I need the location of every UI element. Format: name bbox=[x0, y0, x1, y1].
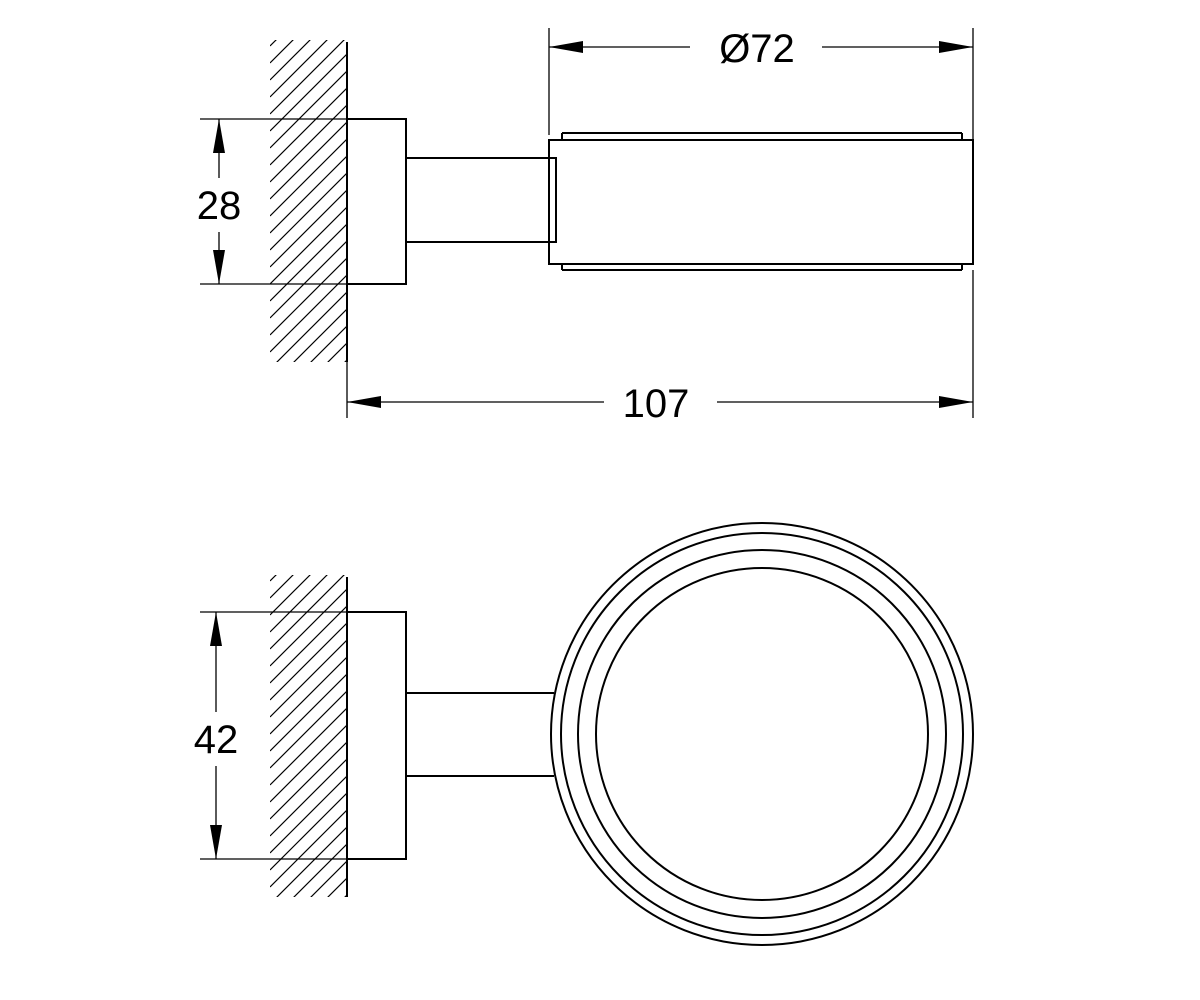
hatch-line bbox=[270, 0, 347, 29]
hatch-line bbox=[270, 172, 347, 251]
hatch-line bbox=[270, 575, 311, 616]
holder-inner-ring bbox=[595, 567, 929, 901]
height-side-label: 28 bbox=[197, 184, 242, 228]
wall-hatching-bottom bbox=[270, 487, 347, 897]
hatch-line bbox=[270, 622, 347, 701]
hatch-line bbox=[270, 53, 347, 132]
holder-rim-ring bbox=[560, 532, 964, 936]
hatch-line bbox=[344, 894, 347, 897]
hatch-line bbox=[327, 877, 347, 897]
front-view: 42 bbox=[194, 487, 974, 946]
holder-outer-ring bbox=[550, 522, 974, 946]
wall-plate-front bbox=[346, 611, 407, 860]
hatch-line bbox=[344, 359, 347, 362]
hatch-line bbox=[270, 138, 347, 217]
hatch-line bbox=[276, 291, 347, 362]
hatch-line bbox=[327, 342, 347, 362]
dimension-diameter: Ø72 bbox=[548, 27, 974, 140]
arm-side bbox=[405, 157, 557, 243]
hatch-line bbox=[293, 308, 347, 362]
hatch-line bbox=[270, 575, 328, 633]
hatch-line bbox=[270, 575, 277, 582]
hatch-line bbox=[293, 843, 347, 897]
hatch-line bbox=[270, 121, 347, 200]
hatch-line bbox=[270, 70, 347, 149]
hatch-line bbox=[270, 707, 347, 786]
hatch-line bbox=[270, 155, 347, 234]
hatch-line bbox=[270, 40, 328, 98]
total-depth-label: 107 bbox=[623, 382, 690, 426]
dimension-total-depth: 107 bbox=[346, 270, 974, 426]
hatch-line bbox=[270, 724, 347, 803]
hatch-line bbox=[270, 575, 294, 599]
hatch-line bbox=[270, 40, 345, 115]
hatch-line bbox=[310, 325, 347, 362]
hatch-line bbox=[270, 639, 347, 718]
dimension-height-front: 42 bbox=[194, 611, 347, 860]
hatch-line bbox=[270, 274, 347, 353]
hatch-line bbox=[270, 758, 347, 837]
wall-hatching-top bbox=[270, 0, 347, 362]
hatch-line bbox=[270, 605, 347, 684]
side-view: Ø72 28 107 bbox=[197, 0, 974, 426]
hatch-line bbox=[270, 575, 345, 650]
hatch-line bbox=[270, 588, 347, 667]
hatch-line bbox=[270, 240, 347, 319]
hatch-line bbox=[270, 257, 347, 336]
hatch-line bbox=[276, 826, 347, 897]
holder-middle-ring bbox=[577, 549, 947, 919]
hatch-line bbox=[270, 809, 347, 888]
hatch-line bbox=[270, 223, 347, 302]
hatch-line bbox=[270, 206, 347, 285]
hatch-line bbox=[270, 40, 294, 64]
hatch-line bbox=[270, 87, 347, 166]
diameter-label: Ø72 bbox=[719, 27, 795, 71]
height-front-label: 42 bbox=[194, 718, 239, 762]
wall-plate-side bbox=[346, 118, 407, 285]
hatch-line bbox=[310, 860, 347, 897]
hatch-line bbox=[270, 40, 277, 47]
hatch-line bbox=[270, 741, 347, 820]
dimension-height-side: 28 bbox=[197, 118, 347, 285]
hatch-line bbox=[270, 673, 347, 752]
hatch-line bbox=[270, 690, 347, 769]
hatch-line bbox=[270, 189, 347, 268]
holder-ring-side bbox=[548, 139, 974, 265]
hatch-line bbox=[270, 775, 347, 854]
hatch-line bbox=[270, 104, 347, 183]
hatch-line bbox=[270, 656, 347, 735]
hatch-line bbox=[270, 487, 347, 564]
hatch-line bbox=[270, 792, 347, 871]
hatch-line bbox=[270, 40, 311, 81]
